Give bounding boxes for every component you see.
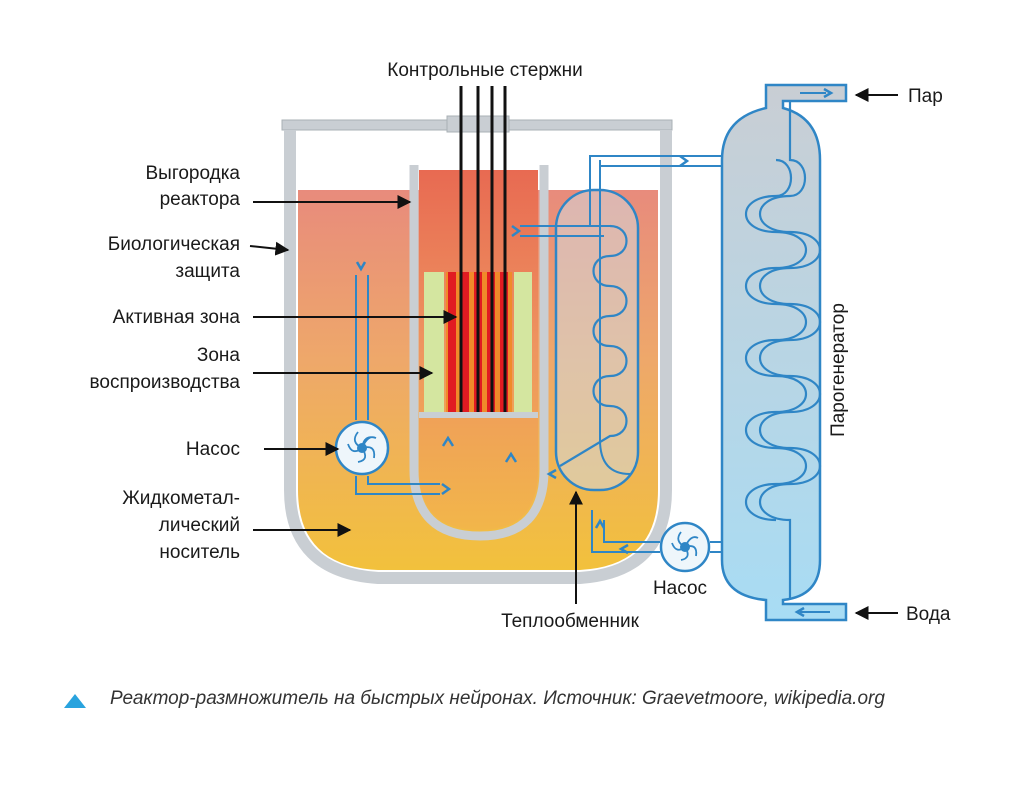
label-breeding-1: Зона [197,345,241,366]
fuel-rod [461,272,469,412]
label-active-zone: Активная зона [113,307,241,328]
figure-caption: Реактор-размножитель на быстрых нейронах… [110,688,885,709]
label-water: Вода [906,604,951,625]
fuel-rod [448,272,456,412]
label-control-rods: Контрольные стержни [387,60,582,81]
label-coolant-1: Жидкометал- [122,488,240,509]
bio-shield-wall [284,130,672,584]
label-pump-right: Насос [653,578,707,599]
label-steam-generator: Парогенератор [828,303,849,437]
enclosure-wall [409,165,549,541]
label-bio-shield-2: защита [175,261,240,282]
breeding-zone-left [424,272,444,412]
label-steam: Пар [908,86,943,107]
core-support-plate [419,412,538,418]
flow-arrow [511,224,522,238]
leader-arrows [249,88,898,620]
label-breeding-2: воспроизводства [90,372,241,393]
label-heat-exchanger: Теплообменник [501,611,640,632]
flow-arrow [504,451,518,463]
pump-right [659,521,711,573]
label-enclosure-2: реактора [160,189,241,210]
label-coolant-2: лический [159,515,240,536]
hx-coil [559,224,628,467]
heat-exchanger [511,160,640,492]
primary-pump-loop [355,261,452,496]
label-bio-shield-1: Биологическая [108,234,240,255]
flow-arrow [441,482,452,496]
label-coolant-3: носитель [159,542,240,563]
sg-coil [759,100,821,600]
triangle-icon [64,694,86,708]
pump-left [334,420,390,476]
flow-arrow [355,261,367,272]
flow-arrow [441,435,455,447]
flow-arrow [546,468,557,480]
label-pump-left: Насос [186,439,240,460]
label-enclosure-1: Выгородка [145,163,240,184]
sg-coil-inner [745,158,807,522]
secondary-pipe [599,160,631,476]
reactor-enclosure [409,86,549,541]
steam-generator [720,83,848,622]
breeding-zone-right [514,272,532,412]
